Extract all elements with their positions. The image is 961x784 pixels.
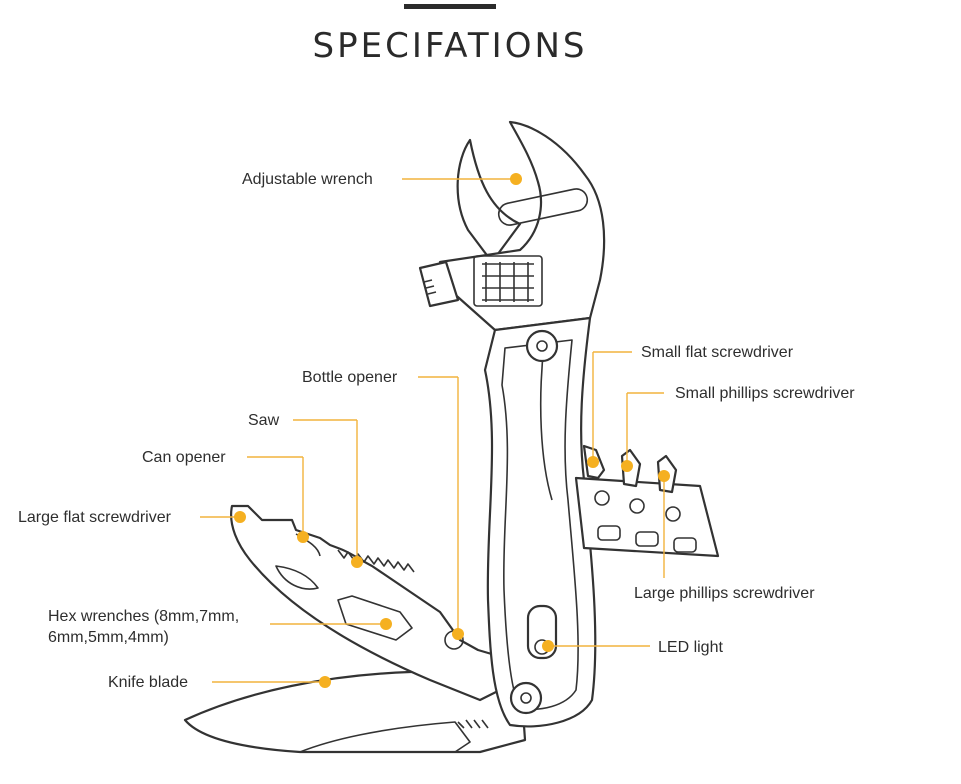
labels: Adjustable wrench Bottle opener Saw Can … [18,171,855,691]
handle-illustration [483,316,597,728]
label-hex-wrenches-line2: 6mm,5mm,4mm) [48,629,169,646]
dot-can-opener [297,531,309,543]
title-accent-bar [404,4,496,9]
bit-holder-illustration [574,444,720,558]
label-large-flat-screwdriver: Large flat screwdriver [18,509,172,526]
dot-bottle-opener [452,628,464,640]
label-led-light: LED light [658,639,723,656]
label-large-phillips-screwdriver: Large phillips screwdriver [634,585,815,602]
dot-saw [351,556,363,568]
label-bottle-opener: Bottle opener [302,369,398,386]
dot-small-phillips-screwdriver [621,460,633,472]
leader-lines [200,178,665,683]
dot-led-light [542,640,554,652]
page-title: SPECIFATIONS [312,26,588,66]
multi-blade-illustration [230,504,502,702]
dot-large-phillips-screwdriver [658,470,670,482]
label-can-opener: Can opener [142,449,226,466]
adjustable-wrench-illustration [418,120,606,332]
dot-knife-blade [319,676,331,688]
dot-large-flat-screwdriver [234,511,246,523]
label-knife-blade: Knife blade [108,674,188,691]
label-small-flat-screwdriver: Small flat screwdriver [641,344,794,361]
dot-hex-wrenches [380,618,392,630]
dot-small-flat-screwdriver [587,456,599,468]
label-small-phillips-screwdriver: Small phillips screwdriver [675,385,855,402]
label-adjustable-wrench: Adjustable wrench [242,171,373,188]
label-hex-wrenches-line1: Hex wrenches (8mm,7mm, [48,608,239,625]
label-saw: Saw [248,412,280,429]
callout-dots [234,173,670,688]
dot-adjustable-wrench [510,173,522,185]
